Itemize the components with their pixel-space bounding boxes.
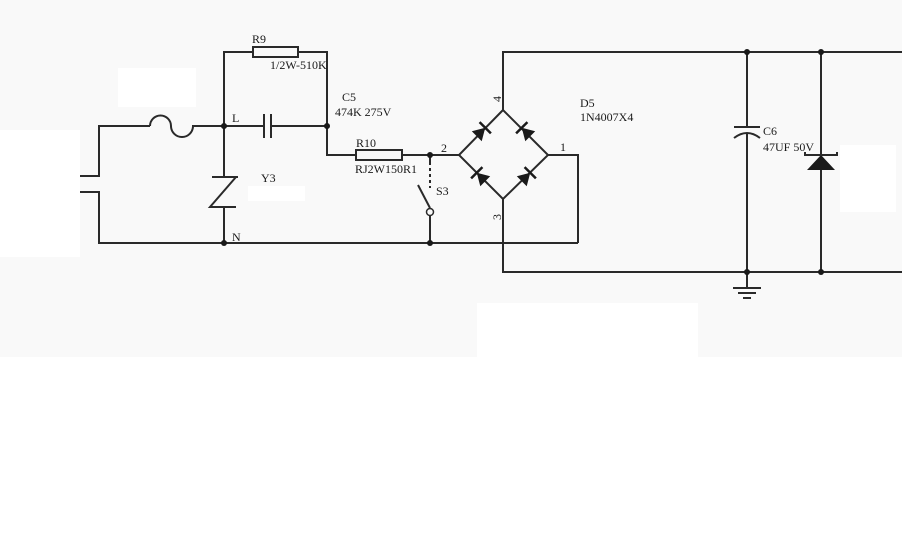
varistor-y3 (207, 126, 238, 243)
y3-ref: Y3 (261, 171, 276, 185)
bridge-pin-3: 3 (490, 214, 504, 220)
resistor-r10 (355, 149, 403, 161)
bridge-pin-1: 1 (560, 140, 566, 154)
diode-icon (515, 121, 536, 142)
c6-value: 47UF 50V (763, 140, 814, 154)
r9-ref: R9 (252, 32, 266, 46)
c5-value: 474K 275V (335, 105, 392, 119)
capacitor-c6 (733, 52, 761, 272)
junction-dots (221, 49, 824, 275)
s3-ref: S3 (436, 184, 449, 198)
bridge-pin-4: 4 (490, 96, 504, 102)
whiteout-patches (0, 68, 896, 357)
d5-value: 1N4007X4 (580, 110, 633, 124)
bridge-pin-2: 2 (441, 141, 447, 155)
c6-ref: C6 (763, 124, 777, 138)
r9-value: 1/2W-510K (270, 58, 327, 72)
line-label: L (232, 111, 239, 125)
zener-diode (804, 52, 838, 272)
neutral-label: N (232, 230, 241, 244)
diode-icon (470, 166, 491, 187)
drawing-area (0, 0, 902, 357)
r10-ref: R10 (356, 136, 376, 150)
bridge-rectifier-d5 (457, 51, 902, 273)
fuse (149, 114, 264, 138)
resistor-r9 (252, 46, 299, 58)
ac-plug (80, 125, 578, 244)
r10-value: RJ2W150R1 (355, 162, 417, 176)
diode-icon (471, 121, 492, 142)
c5-ref: C5 (342, 90, 356, 104)
ground-icon (733, 272, 761, 299)
diode-icon (516, 166, 537, 187)
d5-ref: D5 (580, 96, 595, 110)
capacitor-c5 (263, 114, 327, 138)
